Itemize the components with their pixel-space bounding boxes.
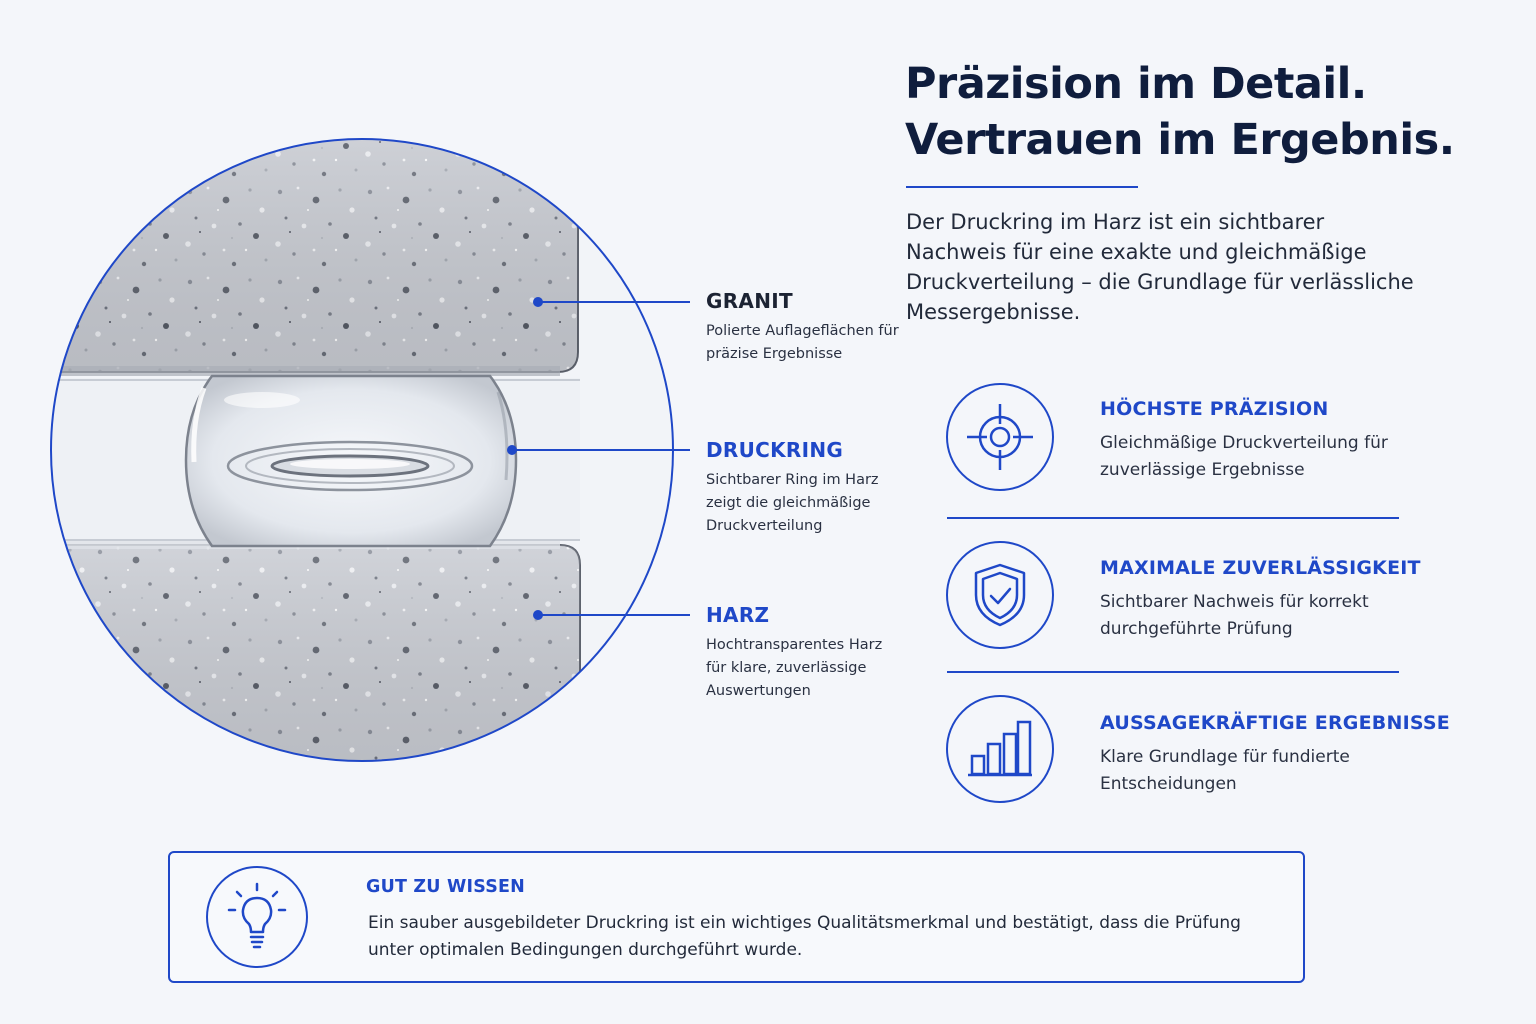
headline: Präzision im Detail. Vertrauen im Ergebn… (905, 56, 1505, 168)
info-text: Ein sauber ausgebildeter Druckring ist e… (368, 913, 1241, 960)
headline-line-2: Vertrauen im Ergebnis. (905, 115, 1455, 165)
feature-title-zuverlaessigkeit: MAXIMALE ZUVERLÄSSIGKEIT (1100, 557, 1421, 579)
feature-title-ergebnisse: AUSSAGEKRÄFTIGE ERGEBNISSE (1100, 712, 1450, 734)
headline-line-1: Präzision im Detail. (905, 59, 1367, 109)
feature-desc-praezision: Gleichmäßige Druckverteilung für zuverlä… (1100, 433, 1388, 480)
callout-title-harz: HARZ (706, 603, 770, 627)
bar-chart-icon (946, 695, 1054, 803)
shield-check-icon (946, 541, 1054, 649)
leader-dot-druckring (507, 445, 517, 455)
pressure-ring (226, 440, 474, 492)
info-title: GUT ZU WISSEN (366, 877, 526, 897)
granite-resin-illustration (50, 138, 690, 762)
info-box (168, 851, 1305, 983)
feature-divider-2 (947, 671, 1399, 673)
feature-desc-ergebnisse: Klare Grundlage für fundierte Entscheidu… (1100, 747, 1350, 794)
leader-dot-harz (533, 610, 543, 620)
leader-dot-granit (533, 297, 543, 307)
feature-desc-zuverlaessigkeit: Sichtbarer Nachweis für korrekt durchgef… (1100, 592, 1369, 639)
headline-divider (906, 186, 1138, 188)
intro-text: Der Druckring im Harz ist ein sichtbarer… (906, 210, 1414, 324)
feature-divider-1 (947, 517, 1399, 519)
callout-title-granit: GRANIT (706, 289, 793, 313)
lightbulb-icon (206, 866, 308, 968)
callout-title-druckring: DRUCKRING (706, 438, 844, 462)
callout-desc-granit: Polierte Auflageflächen für präzise Erge… (706, 323, 899, 362)
callout-desc-harz: Hochtransparentes Harz für klare, zuverl… (706, 637, 883, 699)
callout-desc-druckring: Sichtbarer Ring im Harz zeigt die gleich… (706, 472, 879, 534)
crosshair-icon (946, 383, 1054, 491)
feature-title-praezision: HÖCHSTE PRÄZISION (1100, 398, 1329, 420)
